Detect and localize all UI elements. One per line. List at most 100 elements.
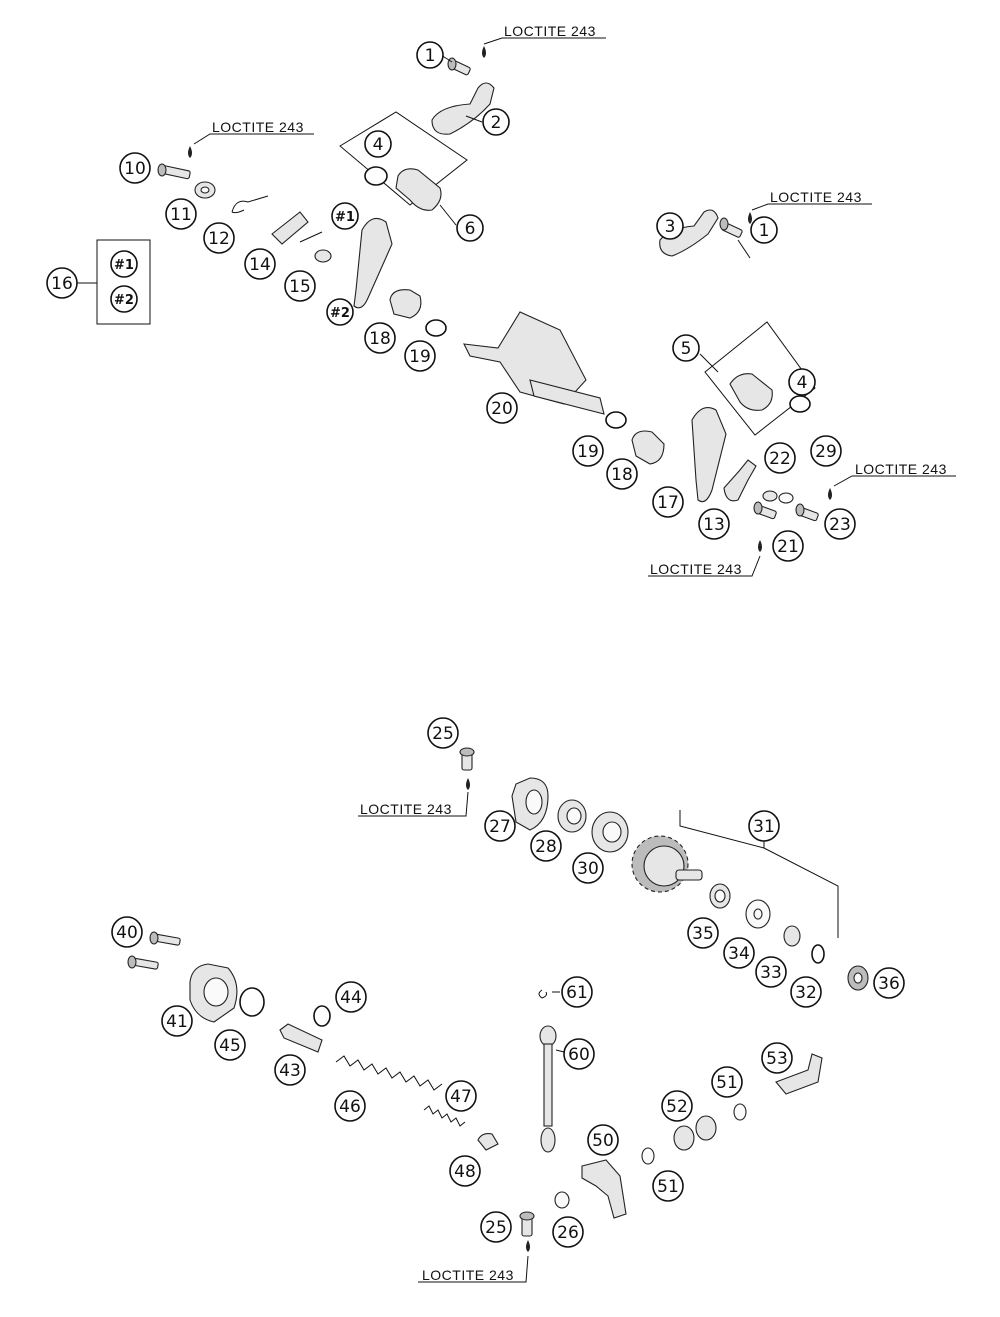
oring-part-19-low (605, 411, 627, 429)
callout-label: 50 (592, 1131, 614, 1151)
callout-50: 50 (587, 1124, 619, 1156)
callout-label: #2 (330, 306, 350, 321)
callout-26: 26 (552, 1216, 584, 1248)
callout-43: 43 (274, 1054, 306, 1086)
callout-variant-2: #2 (110, 285, 138, 313)
adhesive-note: LOCTITE 243 (770, 189, 862, 205)
callout-label: #1 (335, 210, 355, 225)
callout-4: 4 (788, 368, 816, 396)
callout-label: 32 (795, 983, 817, 1003)
callout-25: 25 (480, 1211, 512, 1243)
callout-label: 41 (166, 1012, 188, 1032)
callout-label: 16 (51, 274, 73, 294)
callout-label: 12 (208, 229, 230, 249)
callout-label: 47 (450, 1087, 472, 1107)
washer-part-26 (554, 1191, 570, 1209)
callout-27: 27 (484, 810, 516, 842)
adhesive-notes: LOCTITE 243 LOCTITE 243 LOCTITE 243 LOCT… (212, 23, 947, 1283)
callout-label: 11 (170, 205, 192, 225)
callout-label: 10 (124, 159, 146, 179)
callout-29: 29 (810, 435, 842, 467)
screw-part-1-right (719, 217, 743, 238)
screw-part-40 (127, 931, 181, 970)
callout-25: 25 (427, 717, 459, 749)
circlip-part-32 (811, 944, 825, 964)
callout-label: 20 (491, 399, 513, 419)
callout-variant-1: #1 (110, 250, 138, 278)
valve-part-6 (364, 166, 442, 211)
callout-label: 51 (657, 1177, 679, 1197)
callout-label: 25 (485, 1218, 507, 1238)
callout-41: 41 (161, 1005, 193, 1037)
leader-line (193, 133, 314, 145)
callout-51: 51 (711, 1066, 743, 1098)
lever-part-2 (431, 82, 495, 135)
top-assembly (76, 37, 956, 577)
callout-label: 2 (491, 113, 502, 133)
callout-61: 61 (561, 976, 593, 1008)
adhesive-drop-icon (526, 1240, 530, 1252)
callout-variant-1: #1 (331, 202, 359, 230)
lever-part-16-top (353, 217, 393, 309)
callout-3: 3 (656, 212, 684, 240)
callout-14: 14 (244, 248, 276, 280)
callout-23: 23 (824, 508, 856, 540)
callout-1: 1 (416, 41, 444, 69)
callout-19: 19 (404, 340, 436, 372)
callout-label: 45 (219, 1036, 241, 1056)
callout-label: 33 (760, 963, 782, 983)
callout-label: 26 (557, 1223, 579, 1243)
callout-label: 4 (797, 373, 808, 393)
callout-label: 18 (369, 329, 391, 349)
box-part-16 (96, 239, 151, 325)
callout-48: 48 (449, 1155, 481, 1187)
callout-28: 28 (530, 830, 562, 862)
callout-21: 21 (772, 530, 804, 562)
callout-33: 33 (755, 956, 787, 988)
callout-17: 17 (652, 486, 684, 518)
callout-30: 30 (572, 852, 604, 884)
callout-label: 31 (753, 817, 775, 837)
callout-13: 13 (698, 508, 730, 540)
adhesive-note: LOCTITE 243 (360, 801, 452, 817)
adhesive-note: LOCTITE 243 (504, 23, 596, 39)
callout-label: 27 (489, 817, 511, 837)
shaft-part-43 (279, 1023, 323, 1053)
bottom-assembly (127, 747, 869, 1283)
washer-part-51-up (733, 1103, 747, 1121)
bushing-part-52a (673, 1125, 695, 1151)
adhesive-note: LOCTITE 243 (855, 461, 947, 477)
callout-16: 16 (46, 267, 78, 299)
callout-label: 36 (878, 974, 900, 994)
callout-label: 18 (611, 465, 633, 485)
callout-18: 18 (606, 458, 638, 490)
washer-part-51-low (641, 1147, 655, 1165)
callout-label: #1 (114, 258, 134, 273)
callout-label: 30 (577, 859, 599, 879)
lever-part-17 (691, 407, 727, 503)
callout-label: 29 (815, 442, 837, 462)
screw-part-25-bottom (519, 1211, 535, 1237)
callout-5: 5 (672, 334, 700, 362)
callout-label: 3 (665, 217, 676, 237)
callout-label: 13 (703, 515, 725, 535)
adhesive-note: LOCTITE 243 (422, 1267, 514, 1283)
callout-label: 48 (454, 1162, 476, 1182)
callout-34: 34 (723, 937, 755, 969)
callout-label: 44 (340, 988, 362, 1008)
callout-53: 53 (761, 1042, 793, 1074)
oring-part-45 (239, 987, 265, 1017)
callout-label: 14 (249, 255, 271, 275)
callout-36: 36 (873, 967, 905, 999)
adhesive-note: LOCTITE 243 (212, 119, 304, 135)
washer-part-15 (314, 249, 332, 263)
valve-part-5 (729, 373, 811, 413)
leader-line (418, 1255, 529, 1283)
callout-label: 4 (373, 135, 384, 155)
callout-18: 18 (364, 322, 396, 354)
screw-part-23 (795, 503, 819, 522)
callout-31: 31 (748, 810, 780, 842)
adhesive-drop-icon (482, 46, 486, 58)
washer-part-22 (762, 490, 778, 502)
